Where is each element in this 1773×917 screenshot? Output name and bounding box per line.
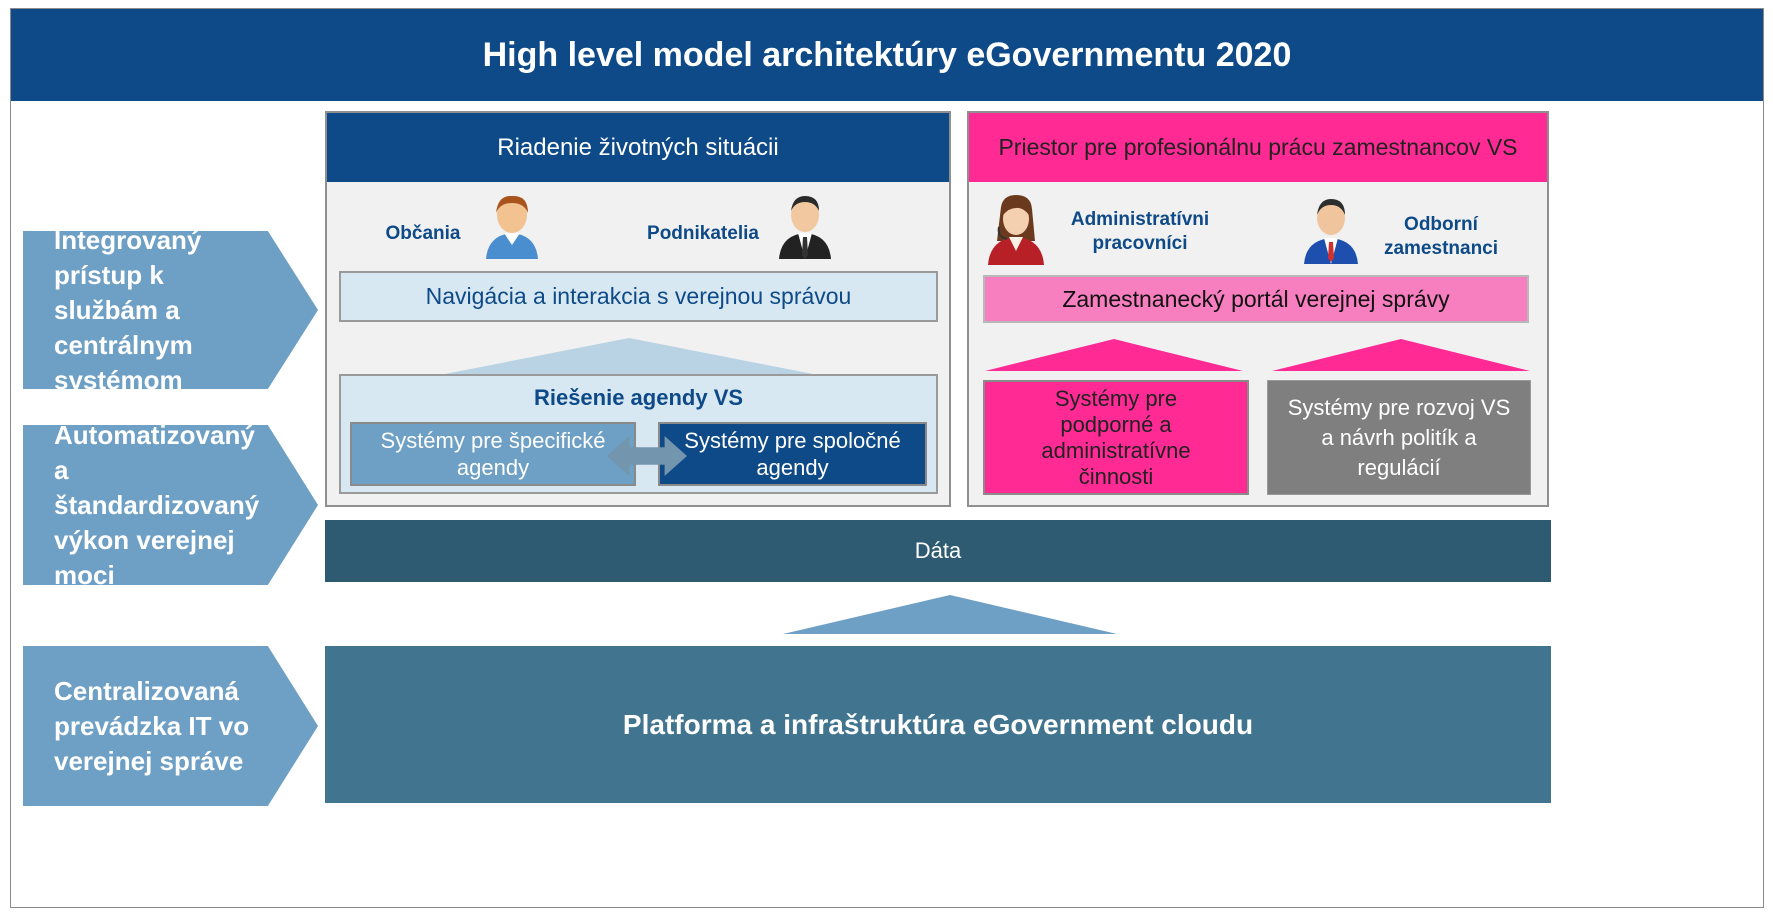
chevron-centralized-it-label: Centralizovaná prevádzka IT vo verejnej … [54,675,250,776]
employee-workspace-header: Priestor pre profesionálnu prácu zamestn… [969,113,1547,182]
chevron-integrated-access: Integrovaný prístup k službám a centráln… [23,231,318,389]
platform-cloud-box: Platforma a infraštruktúra eGovernment c… [325,646,1551,803]
common-agenda-systems: Systémy pre spoločné agendy [658,422,927,486]
citizen-person-icon [486,195,538,259]
development-policy-systems: Systémy pre rozvoj VS a návrh politík a … [1267,380,1531,495]
persona-citizens-label: Občania [385,223,461,244]
chevron-centralized-it: Centralizovaná prevádzka IT vo verejnej … [23,646,318,806]
chevron-automated-execution-label: Automatizovaný a štandardizovaný výkon v… [54,419,260,590]
expert-employee-icon [1304,199,1358,264]
chevron-integrated-access-label: Integrovaný prístup k službám a centráln… [54,224,202,395]
diagram-title: High level model architektúry eGovernmen… [11,9,1763,101]
navigation-interaction-box: Navigácia a interakcia s verejnou správo… [339,271,938,322]
support-admin-systems: Systémy pre podporné a administratívne č… [983,380,1249,495]
employee-portal-box: Zamestnanecký portál verejnej správy [983,275,1529,323]
data-layer-bar: Dáta [325,520,1551,582]
chevron-automated-execution: Automatizovaný a štandardizovaný výkon v… [23,425,318,585]
persona-business-label: Podnikatelia [647,223,759,244]
admin-woman-icon [988,195,1044,265]
specific-agenda-systems: Systémy pre špecifické agendy [350,422,636,486]
businessman-icon [779,196,831,259]
persona-experts-label: Odborní zamestnanci [1383,214,1499,259]
agenda-solution-title: Riešenie agendy VS [533,385,744,410]
life-situations-header: Riadenie životných situácii [327,113,949,182]
persona-admin-label: Administratívni pracovníci [1070,209,1210,254]
